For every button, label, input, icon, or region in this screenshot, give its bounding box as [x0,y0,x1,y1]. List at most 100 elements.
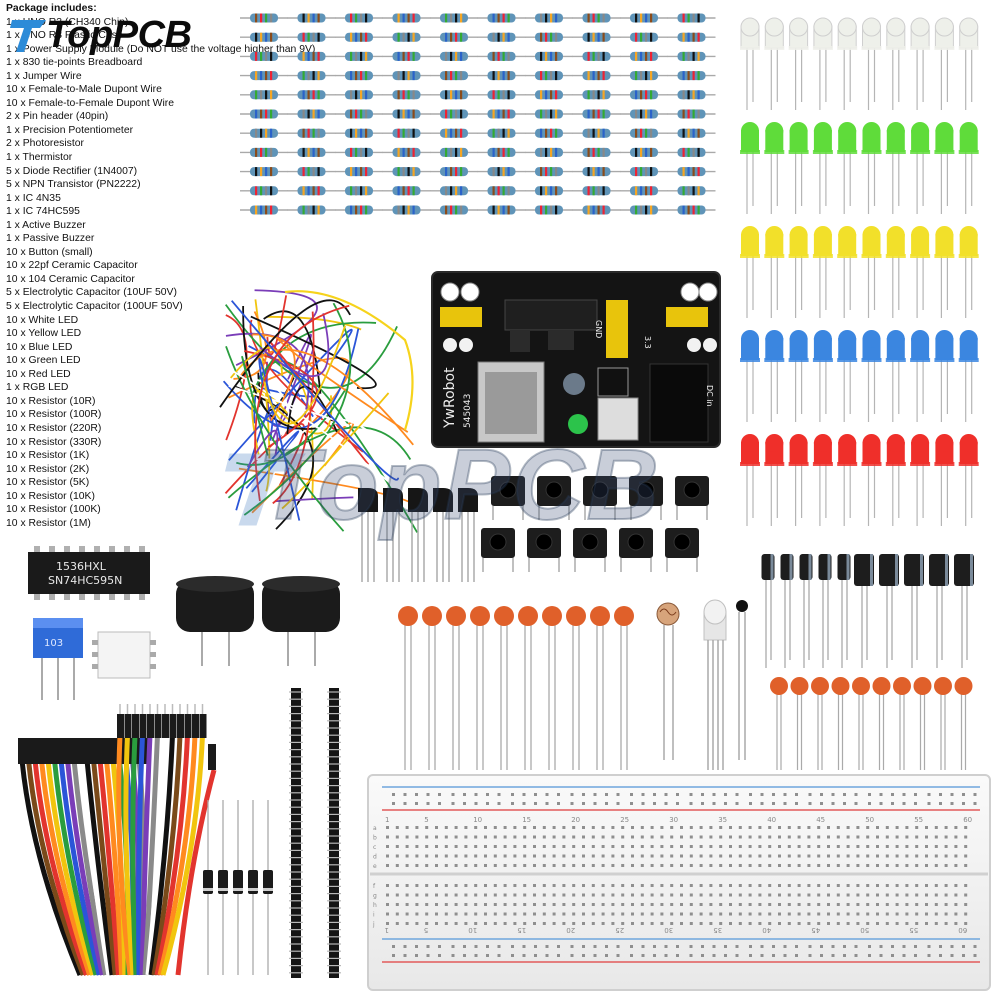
breadboard-hole [748,922,752,925]
breadboard-hole [856,912,860,916]
breadboard-hole [817,845,821,848]
breadboard-hole [709,826,713,829]
breadboard-hole [395,845,399,848]
breadboard-hole [523,835,527,839]
breadboard-row-letter: h [373,902,377,909]
breadboard-hole [386,922,389,925]
breadboard-hole [772,945,775,948]
led-white [740,17,760,110]
breadboard-column-number: 5 [424,926,428,934]
ceramic-capacitor [446,606,466,770]
breadboard-hole [650,903,654,906]
resistor [477,205,526,215]
breadboard-hole [463,802,466,805]
breadboard-column-number: 20 [571,816,580,824]
ic-pin [79,594,85,600]
breadboard-hole [787,912,791,916]
pin-header-array [289,688,341,978]
breadboard-hole [778,912,781,916]
breadboard-hole [729,845,732,848]
resistor [620,32,668,42]
breadboard-hole [493,854,497,858]
breadboard-hole [392,793,395,796]
breadboard-column-number: 50 [865,816,874,824]
breadboard-hole [552,912,556,916]
precision-potentiometer: 103 [33,618,83,700]
tactile-button [481,528,515,572]
breadboard-hole [807,854,811,858]
package-item: 5 x Diode Rectifier (1N4007) [6,165,138,177]
breadboard-hole [630,802,633,805]
led-red [764,434,785,526]
resistor [477,167,526,177]
breadboard-hole [778,903,781,906]
breadboard-hole [973,954,977,957]
breadboard-hole [856,884,860,887]
dupont-wire [136,704,147,976]
diode [233,800,243,975]
breadboard-column-number: 25 [620,816,629,824]
resistor [430,147,478,157]
package-list: Package includes: 1 x UNO R3 (CH340 Chip… [6,2,336,530]
breadboard-column-number: 30 [664,926,673,934]
breadboard-hole [601,854,605,858]
tactile-button [573,528,607,572]
resistor [335,186,383,196]
breadboard-hole [891,793,894,796]
electrolytic-capacitor [818,554,832,668]
breadboard-hole [454,826,458,829]
breadboard-hole [664,793,668,796]
dupont-wire [139,704,154,976]
breadboard-hole [797,893,801,897]
breadboard-hole [724,793,727,796]
breadboard-hole [572,845,576,848]
breadboard-hole [415,884,419,887]
resistor [620,167,668,177]
led-green [885,122,906,214]
breadboard-hole [503,893,507,897]
dupont-wire [148,704,177,976]
breadboard-hole [843,802,846,805]
breadboard-hole [846,884,850,887]
resistor [382,186,431,196]
breadboard-hole [435,903,438,906]
breadboard-hole [591,884,595,887]
breadboard-hole [954,845,958,848]
ic-pin [49,546,55,552]
led-blue [958,330,979,422]
breadboard-hole [797,922,801,925]
breadboard-hole [787,864,791,867]
breadboard-hole [772,802,775,805]
breadboard-hole [444,845,448,848]
jumper-wire [243,302,352,516]
breadboard-hole [511,945,514,948]
breadboard-hole [689,954,693,957]
breadboard-column-number: 35 [713,926,722,934]
breadboard-hole [827,903,830,906]
breadboard-hole [454,845,458,848]
breadboard-hole [709,854,713,858]
ceramic-capacitor [542,606,562,770]
breadboard-hole [534,793,537,796]
breadboard-hole [954,903,958,906]
breadboard-hole [405,835,409,839]
led-blue [885,330,906,422]
breadboard-hole [925,893,928,897]
breadboard-hole [885,835,889,839]
breadboard-hole [425,912,429,916]
package-item: 10 x Female-to-Male Dupont Wire [6,84,162,96]
breadboard-hole [474,945,478,948]
breadboard-column-number: 35 [718,816,727,824]
package-item: 10 x Red LED [6,368,71,380]
resistor [240,109,288,119]
jumper-wire [219,299,351,408]
breadboard-hole [670,845,674,848]
breadboard-hole [680,864,683,867]
resistor [525,71,573,81]
breadboard-hole [836,893,840,897]
breadboard-hole [964,884,968,887]
breadboard-hole [660,826,664,829]
dupont-wire [151,704,184,976]
breadboard-hole [915,884,919,887]
